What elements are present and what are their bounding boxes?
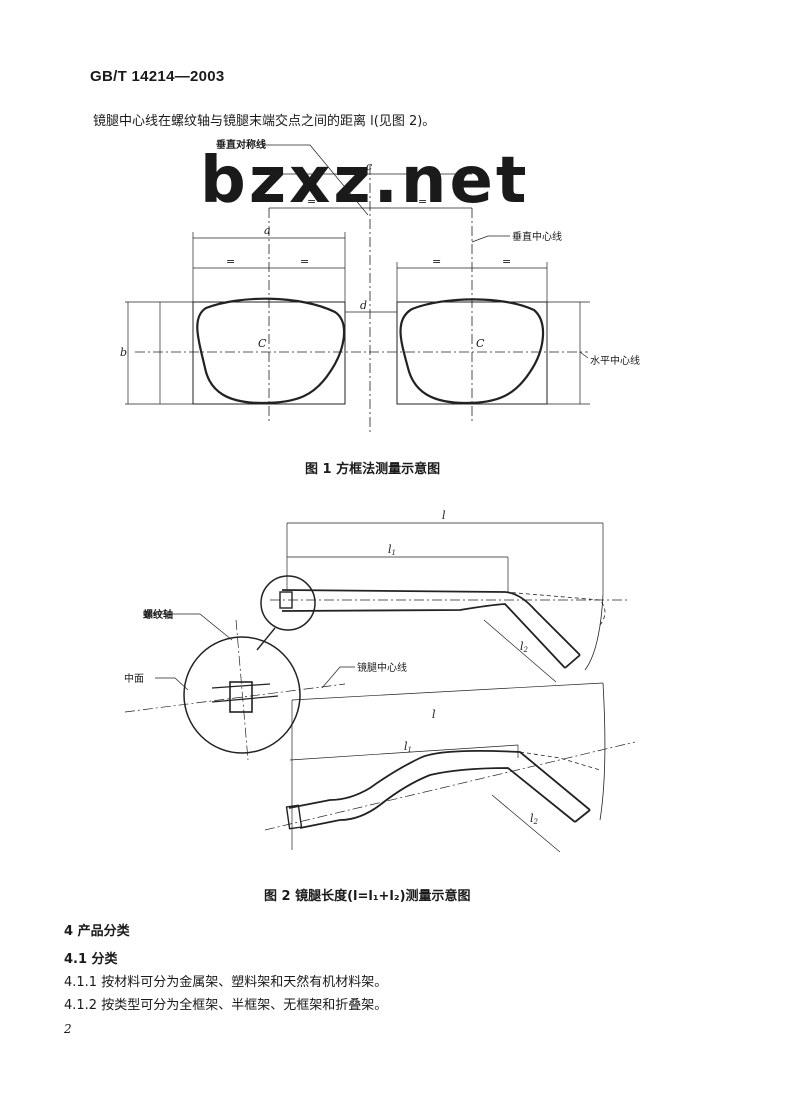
dim-l1-top: l1 — [388, 543, 396, 557]
figure-1-caption: 图 1 方框法测量示意图 — [305, 462, 441, 477]
left-center-label: C — [258, 337, 267, 350]
dim-b-label: b — [120, 346, 127, 359]
right-center-label: C — [476, 337, 485, 350]
section-4-1-1: 4.1.1 按材料可分为金属架、塑料架和天然有机材料架。 — [64, 975, 388, 990]
page-number: 2 — [64, 1022, 72, 1036]
section-4-1-heading: 4.1 分类 — [64, 952, 118, 967]
left-lens-shape — [196, 297, 346, 405]
dim-l-top: l — [442, 509, 446, 522]
equal-mark: = — [307, 195, 316, 208]
label-vertical-symmetry: 垂直对称线 — [216, 138, 266, 151]
standard-header: GB/T 14214—2003 — [90, 68, 225, 85]
dim-l2-top: l2 — [520, 640, 529, 654]
equal-mark: = — [226, 255, 235, 268]
figure-1-diagram: bzxz.net 垂直对称线 垂直中心线 水平中心线 c a d b C C — [120, 138, 640, 432]
equal-mark: = — [502, 255, 511, 268]
dim-d-label: d — [360, 299, 367, 312]
intro-paragraph: 镜腿中心线在螺纹轴与镜腿末端交点之间的距离 l(见图 2)。 — [93, 114, 436, 129]
watermark: bzxz.net — [200, 144, 529, 218]
label-screw-axis: 螺纹轴 — [143, 608, 173, 621]
dim-l-bottom: l — [432, 708, 436, 721]
dim-l1-bottom: l1 — [404, 740, 412, 754]
label-horizontal-center: 水平中心线 — [590, 354, 640, 367]
dim-a-label: a — [264, 224, 271, 237]
label-temple-centerline: 镜腿中心线 — [357, 661, 407, 674]
figure-2-caption: 图 2 镜腿长度(l=l₁+l₂)测量示意图 — [264, 889, 471, 904]
equal-mark: = — [300, 255, 309, 268]
equal-mark: = — [432, 255, 441, 268]
label-vertical-center: 垂直中心线 — [512, 230, 562, 243]
label-middle-plane: 中面 — [124, 672, 144, 685]
dim-l2-bottom: l2 — [530, 812, 539, 826]
section-4-1-2: 4.1.2 按类型可分为全框架、半框架、无框架和折叠架。 — [64, 998, 388, 1013]
right-lens-shape — [399, 298, 545, 405]
dim-c-label: c — [366, 160, 372, 173]
section-4-heading: 4 产品分类 — [64, 924, 130, 939]
figure-2-diagram: l l1 l2 l l1 l2 螺纹轴 中面 镜腿中心线 — [124, 509, 636, 853]
equal-mark: = — [418, 195, 427, 208]
